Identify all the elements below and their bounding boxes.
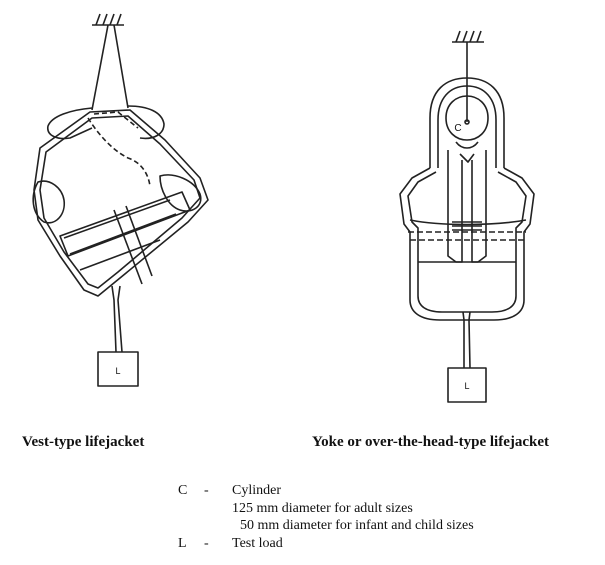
cylinder-center — [464, 119, 470, 125]
legend-c-symbol: C — [178, 483, 188, 498]
legend-l-title: Test load — [232, 535, 283, 551]
right-ceiling-hatch — [452, 30, 484, 43]
left-test-load-box — [97, 351, 139, 387]
left-load-label: L — [115, 366, 120, 376]
vest-caption: Vest-type lifejacket — [22, 434, 145, 450]
left-ceiling-hatch — [92, 13, 124, 26]
legend-load-row: L - Test load — [178, 535, 474, 553]
legend-cylinder-row: C - Cylinder — [178, 482, 474, 500]
legend: C - Cylinder 125 mm diameter for adult siz… — [178, 482, 474, 552]
legend-c-line1: 125 mm diameter for adult sizes — [232, 500, 413, 516]
vest-lifejacket-figure: L C L — [32, 13, 535, 403]
legend-l-symbol: L — [178, 535, 187, 551]
legend-c-line2: 50 mm diameter for infant and child size… — [240, 518, 474, 533]
legend-c-dash: - — [204, 483, 209, 498]
right-test-load-box — [447, 367, 487, 403]
cylinder-label: C — [454, 123, 461, 134]
legend-c-title: Cylinder — [232, 483, 281, 498]
yoke-caption: Yoke or over-the-head-type lifejacket — [312, 434, 550, 450]
right-load-label: L — [464, 381, 469, 391]
yoke-lifejacket-figure — [399, 30, 535, 403]
legend-l-dash: - — [204, 535, 209, 551]
